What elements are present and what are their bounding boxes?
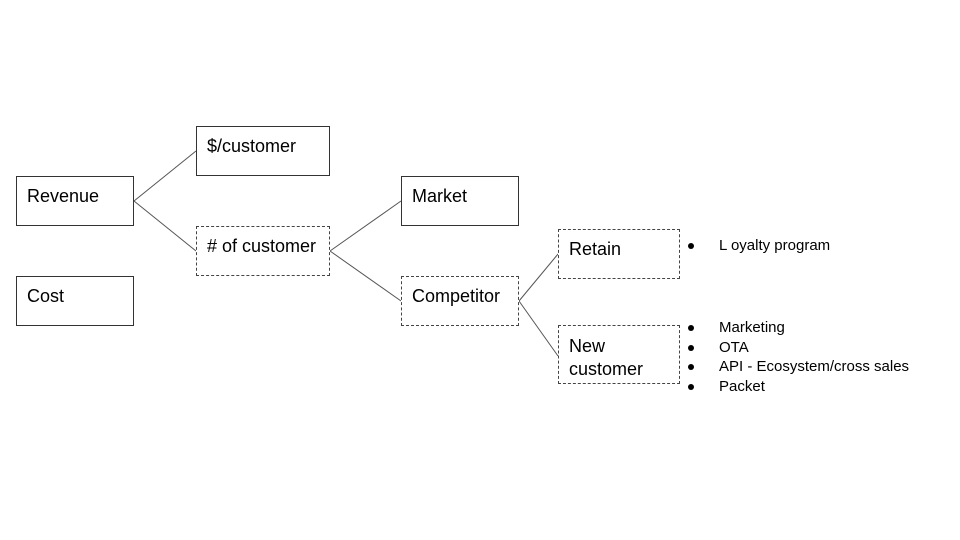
connector-competitor-new-customer	[518, 300, 559, 357]
list-item: Packet	[688, 377, 909, 397]
retain-box: Retain	[558, 229, 680, 279]
new-customer-label-line2: customer	[569, 359, 644, 379]
retain-bullet-list: L oyalty program	[688, 236, 830, 256]
revenue-box: Revenue	[16, 176, 134, 226]
list-item: OTA	[688, 338, 909, 358]
market-label: Market	[412, 186, 468, 206]
new-customer-bullet-list: Marketing OTA API - Ecosystem/cross sale…	[688, 318, 909, 396]
connector-revenue-num-customer	[133, 200, 197, 252]
bullet-icon	[688, 364, 694, 370]
per-customer-box: $/customer	[196, 126, 330, 176]
cost-box: Cost	[16, 276, 134, 326]
connector-num-customer-competitor	[329, 250, 402, 302]
list-item: Marketing	[688, 318, 909, 338]
num-customer-label: # of customer	[207, 236, 317, 256]
new-customer-label-line1: New	[569, 336, 606, 356]
cost-label: Cost	[27, 286, 65, 306]
market-box: Market	[401, 176, 519, 226]
list-item: L oyalty program	[688, 236, 830, 256]
connector-competitor-retain	[518, 253, 559, 302]
list-item: API - Ecosystem/cross sales	[688, 357, 909, 377]
competitor-label: Competitor	[412, 286, 501, 306]
connector-num-customer-market	[329, 200, 402, 252]
competitor-box: Competitor	[401, 276, 519, 326]
bullet-icon	[688, 383, 694, 390]
per-customer-label: $/customer	[207, 136, 297, 156]
connector-revenue-per-customer	[133, 150, 197, 202]
bullet-icon	[688, 325, 694, 331]
bullet-icon	[688, 344, 694, 351]
num-customer-box: # of customer	[196, 226, 330, 276]
revenue-label: Revenue	[27, 186, 100, 206]
bullet-icon	[688, 243, 694, 249]
new-customer-box: New customer	[558, 325, 680, 384]
retain-label: Retain	[569, 239, 622, 259]
